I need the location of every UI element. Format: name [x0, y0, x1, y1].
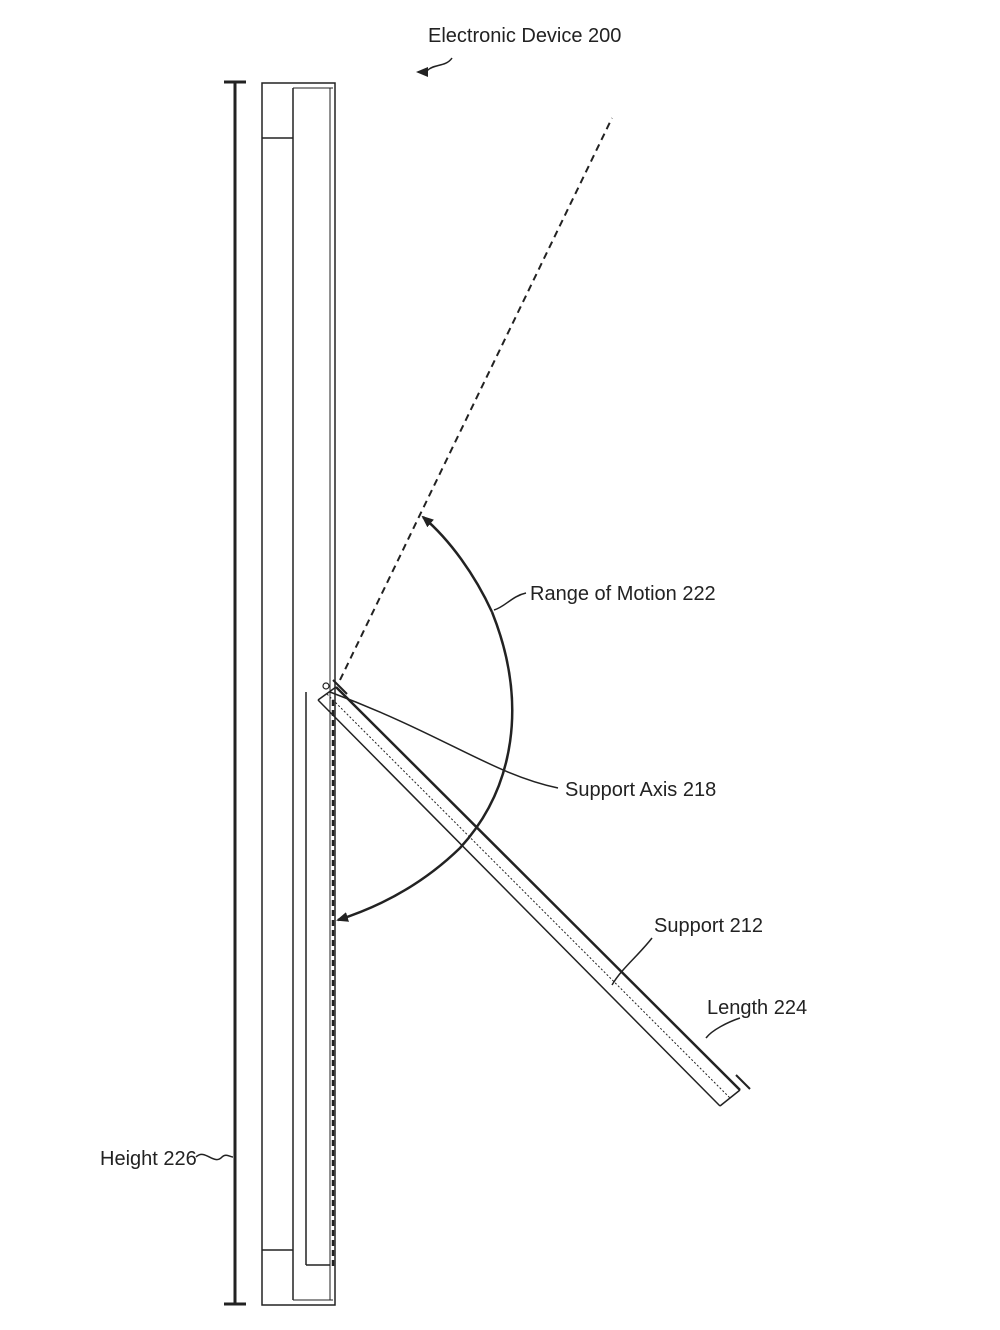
support-stowed-position — [305, 692, 335, 1268]
support-label: Support 212 — [654, 915, 763, 937]
support-axis-hinge — [322, 682, 330, 690]
range-of-motion-arc-top — [421, 515, 494, 613]
range-of-motion-label: Range of Motion 222 — [530, 583, 716, 605]
support-open-position — [339, 117, 613, 681]
device-body — [261, 82, 336, 1306]
length-leader-line — [705, 1017, 741, 1039]
range-of-motion-arc — [336, 611, 514, 922]
height-leader-line — [195, 1153, 234, 1161]
height-dimension-bracket — [224, 80, 246, 1306]
electronic-device-label: Electronic Device 200 — [428, 25, 621, 47]
support-deployed — [317, 679, 751, 1107]
length-label: Length 224 — [707, 997, 807, 1019]
height-label: Height 226 — [100, 1148, 197, 1170]
support-leader-line — [611, 937, 653, 986]
support-axis-label: Support Axis 218 — [565, 779, 716, 801]
support-axis-leader-line — [329, 691, 559, 789]
range-of-motion-leader-line — [493, 592, 527, 611]
device-leader-line — [416, 57, 453, 78]
